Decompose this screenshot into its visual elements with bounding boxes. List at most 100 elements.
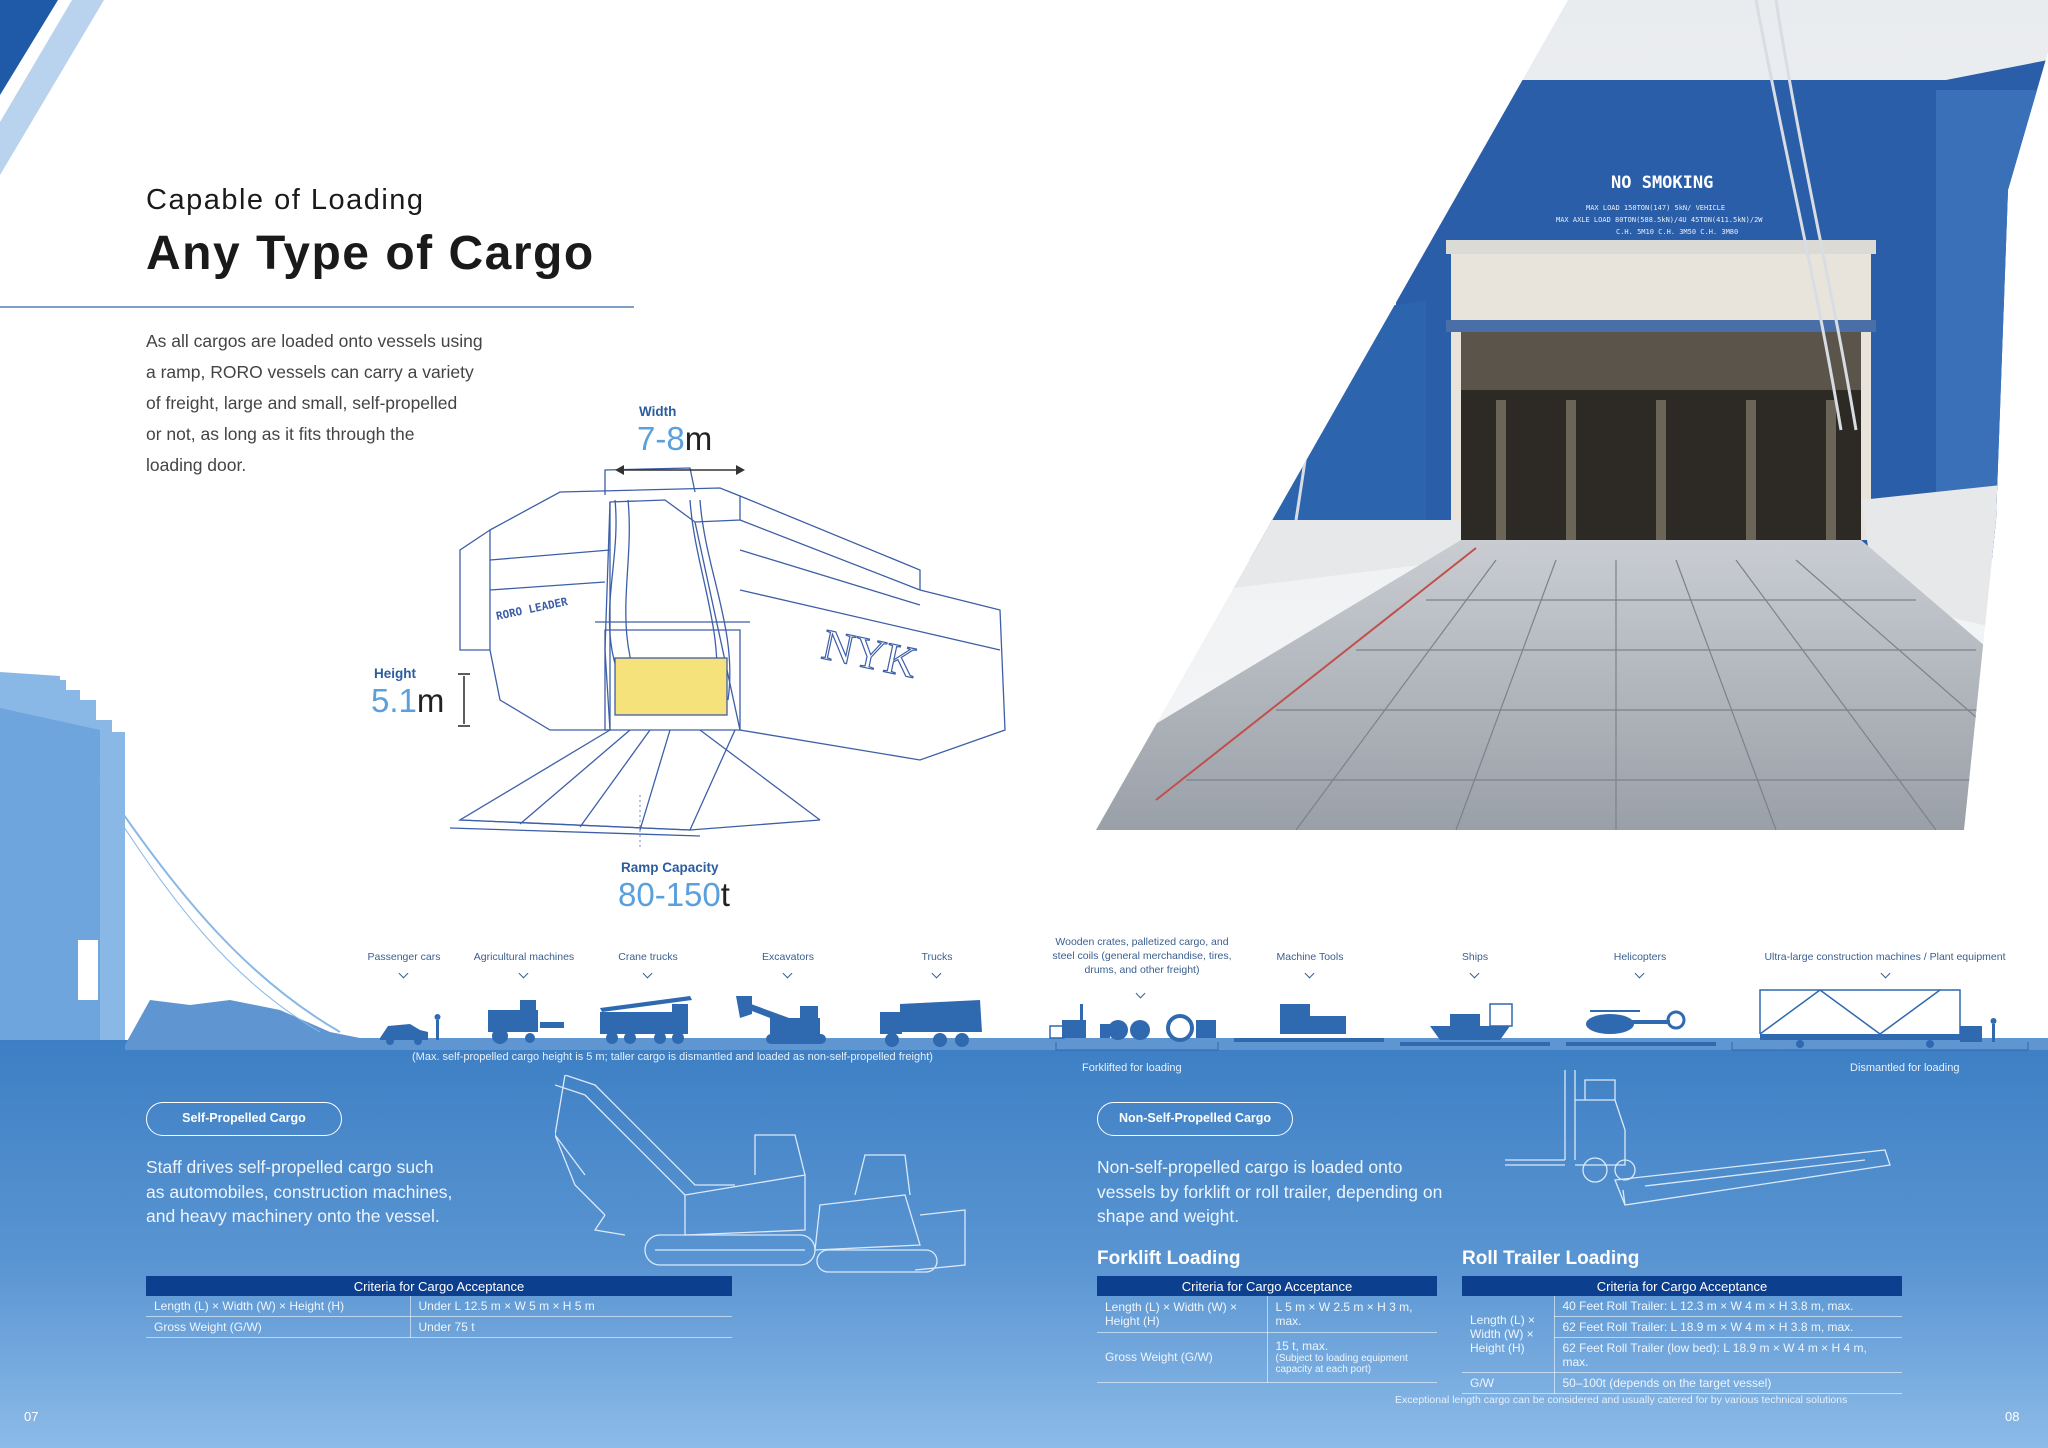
page-title: Any Type of Cargo bbox=[146, 227, 595, 280]
cargo-label-agricultural: Agricultural machines bbox=[473, 951, 575, 963]
non-self-propelled-pill: Non-Self-Propelled Cargo bbox=[1097, 1102, 1293, 1136]
height-number: 5.1 bbox=[371, 682, 417, 719]
table-row: Length (L) × Width (W) × Height (H) Unde… bbox=[146, 1296, 732, 1317]
sign-line: MAX AXLE LOAD 80TON(588.5kN)/4U 45TON(41… bbox=[1556, 216, 1763, 224]
page-number-right: 08 bbox=[2005, 1409, 2020, 1424]
height-label: Height bbox=[374, 666, 416, 681]
intro-line: of freight, large and small, self-propel… bbox=[146, 393, 458, 413]
excavator-bulldozer-line-art bbox=[555, 1075, 966, 1273]
ramp-number: 80-150 bbox=[618, 876, 721, 913]
self-propelled-text: Staff drives self-propelled cargo such a… bbox=[146, 1155, 486, 1229]
corner-stripes-decoration bbox=[0, 0, 104, 175]
cargo-label-excavators: Excavators bbox=[762, 951, 814, 963]
criteria-key: Length (L) × Width (W) × Height (H) bbox=[146, 1296, 411, 1317]
criteria-key: Gross Weight (G/W) bbox=[1097, 1332, 1268, 1383]
sign-line: C.H. 5M10 C.H. 3M50 C.H. 3M80 bbox=[1616, 228, 1738, 236]
crane-truck-icon bbox=[600, 996, 692, 1044]
machine-tool-icon bbox=[1234, 1004, 1384, 1042]
width-label: Width bbox=[639, 404, 677, 419]
table-row: 62 Feet Roll Trailer: L 18.9 m × W 4 m ×… bbox=[1462, 1316, 1902, 1338]
forklift-roll-trailer-line-art bbox=[1505, 1070, 1891, 1206]
text-line: and heavy machinery onto the vessel. bbox=[146, 1206, 440, 1226]
roll-trailer-footnote: Exceptional length cargo can be consider… bbox=[1395, 1394, 1848, 1406]
forklift-criteria-table: Criteria for Cargo Acceptance Length (L)… bbox=[1097, 1276, 1437, 1383]
cargo-label-machine-tools: Machine Tools bbox=[1276, 951, 1344, 963]
cargo-label-construction-plant: Ultra-large construction machines / Plan… bbox=[1764, 951, 2006, 963]
self-propelled-pill: Self-Propelled Cargo bbox=[146, 1102, 342, 1136]
intro-line: loading door. bbox=[146, 455, 247, 475]
forklift-freight-icon bbox=[1049, 1004, 1216, 1042]
criteria-value: 15 t, max. (Subject to loading equipment… bbox=[1267, 1332, 1437, 1383]
roro-ship-line-diagram: RORO LEADER NYK bbox=[449, 467, 1006, 850]
non-self-propelled-text: Non-self-propelled cargo is loaded onto … bbox=[1097, 1155, 1477, 1229]
roll-trailer-loading-title: Roll Trailer Loading bbox=[1462, 1248, 1640, 1269]
criteria-value: 62 Feet Roll Trailer (low bed): L 18.9 m… bbox=[1554, 1337, 1902, 1373]
criteria-value: L 5 m × W 2.5 m × H 3 m, max. bbox=[1267, 1296, 1437, 1333]
sign-line: MAX LOAD 150TON(147) 5kN/ VEHICLE bbox=[1586, 204, 1725, 212]
table-row: G/W 50–100t (depends on the target vesse… bbox=[1462, 1372, 1902, 1394]
ship-stern-ramp-photo: NO SMOKING MAX LOAD 150TON(147) 5kN/ VEH… bbox=[1096, 0, 2048, 830]
dump-truck-icon bbox=[880, 1000, 982, 1047]
intro-line: As all cargos are loaded onto vessels us… bbox=[146, 331, 483, 351]
ship-icon bbox=[1400, 1003, 1550, 1046]
table-header: Criteria for Cargo Acceptance bbox=[1462, 1276, 1902, 1296]
criteria-value: 50–100t (depends on the target vessel) bbox=[1554, 1372, 1902, 1394]
intro-paragraph: As all cargos are loaded onto vessels us… bbox=[146, 326, 506, 481]
table-row: Gross Weight (G/W) Under 75 t bbox=[146, 1316, 732, 1338]
cargo-label-general-freight: Wooden crates, palletized cargo, and ste… bbox=[1052, 936, 1232, 976]
self-propelled-criteria-table: Criteria for Cargo Acceptance Length (L)… bbox=[146, 1276, 732, 1338]
text-line: Staff drives self-propelled cargo such bbox=[146, 1157, 434, 1177]
criteria-value: Under L 12.5 m × W 5 m × H 5 m bbox=[410, 1296, 732, 1317]
table-row: Length (L) × Width (W) × Height (H) 40 F… bbox=[1462, 1296, 1902, 1373]
criteria-key: Gross Weight (G/W) bbox=[146, 1316, 411, 1338]
height-arrow bbox=[458, 673, 470, 727]
ship-name-text: RORO LEADER bbox=[495, 595, 569, 623]
criteria-key: Length (L) × Width (W) × Height (H) bbox=[1462, 1296, 1555, 1373]
width-unit: m bbox=[684, 420, 713, 457]
cargo-label-ships: Ships bbox=[1461, 951, 1489, 963]
cargo-label-trucks: Trucks bbox=[921, 951, 953, 963]
title-divider bbox=[0, 306, 634, 308]
gw-value: 15 t, max. bbox=[1275, 1339, 1329, 1353]
agricultural-machine-icon bbox=[488, 1000, 564, 1044]
no-smoking-sign: NO SMOKING bbox=[1611, 173, 1713, 193]
cargo-label-crane-trucks: Crane trucks bbox=[618, 951, 678, 963]
excavator-icon bbox=[736, 996, 826, 1044]
table-row: Length (L) × Width (W) × Height (H) L 5 … bbox=[1097, 1296, 1437, 1333]
width-value: 7-8m bbox=[637, 420, 712, 458]
page-number-left: 07 bbox=[24, 1409, 39, 1424]
forklift-loading-title: Forklift Loading bbox=[1097, 1248, 1241, 1269]
dismantled-note: Dismantled for loading bbox=[1850, 1062, 1960, 1074]
table-header: Criteria for Cargo Acceptance bbox=[146, 1276, 732, 1296]
ramp-unit: t bbox=[720, 876, 730, 913]
text-line: as automobiles, construction machines, bbox=[146, 1181, 453, 1202]
ramp-capacity-value: 80-150t bbox=[618, 876, 730, 914]
text-line: Non-self-propelled cargo is loaded onto bbox=[1097, 1157, 1403, 1177]
text-line: vessels by forklift or roll trailer, dep… bbox=[1097, 1181, 1443, 1202]
plant-equipment-icon bbox=[1760, 1018, 1997, 1048]
height-unit: m bbox=[416, 682, 445, 719]
passenger-car-icon bbox=[380, 1024, 428, 1040]
helicopter-icon bbox=[1566, 1010, 1716, 1046]
intro-line: a ramp, RORO vessels can carry a variety bbox=[146, 362, 474, 382]
intro-line: or not, as long as it fits through the bbox=[146, 424, 415, 444]
table-row: Gross Weight (G/W) 15 t, max. (Subject t… bbox=[1097, 1332, 1437, 1383]
criteria-value: Under 75 t bbox=[410, 1316, 732, 1338]
ramp-capacity-label: Ramp Capacity bbox=[621, 860, 719, 875]
port-skyline-silhouette bbox=[0, 672, 2048, 1050]
criteria-value: 62 Feet Roll Trailer: L 18.9 m × W 4 m ×… bbox=[1554, 1316, 1902, 1338]
criteria-key: G/W bbox=[1462, 1372, 1555, 1394]
forklifted-note: Forklifted for loading bbox=[1082, 1062, 1182, 1074]
height-value: 5.1m bbox=[371, 682, 444, 720]
cargo-label-passenger-cars: Passenger cars bbox=[367, 951, 441, 963]
cargo-types-illustration bbox=[380, 989, 2029, 1051]
gw-note: (Subject to loading equipment capacity a… bbox=[1275, 1353, 1408, 1375]
width-arrow bbox=[615, 465, 745, 475]
criteria-key: Length (L) × Width (W) × Height (H) bbox=[1097, 1296, 1268, 1333]
cargo-label-helicopters: Helicopters bbox=[1613, 951, 1667, 963]
table-row: 62 Feet Roll Trailer (low bed): L 18.9 m… bbox=[1462, 1337, 1902, 1373]
section-kicker: Capable of Loading bbox=[146, 184, 425, 216]
width-number: 7-8 bbox=[637, 420, 685, 457]
table-header: Criteria for Cargo Acceptance bbox=[1097, 1276, 1437, 1296]
roll-trailer-criteria-table: Criteria for Cargo Acceptance Length (L)… bbox=[1462, 1276, 1902, 1394]
